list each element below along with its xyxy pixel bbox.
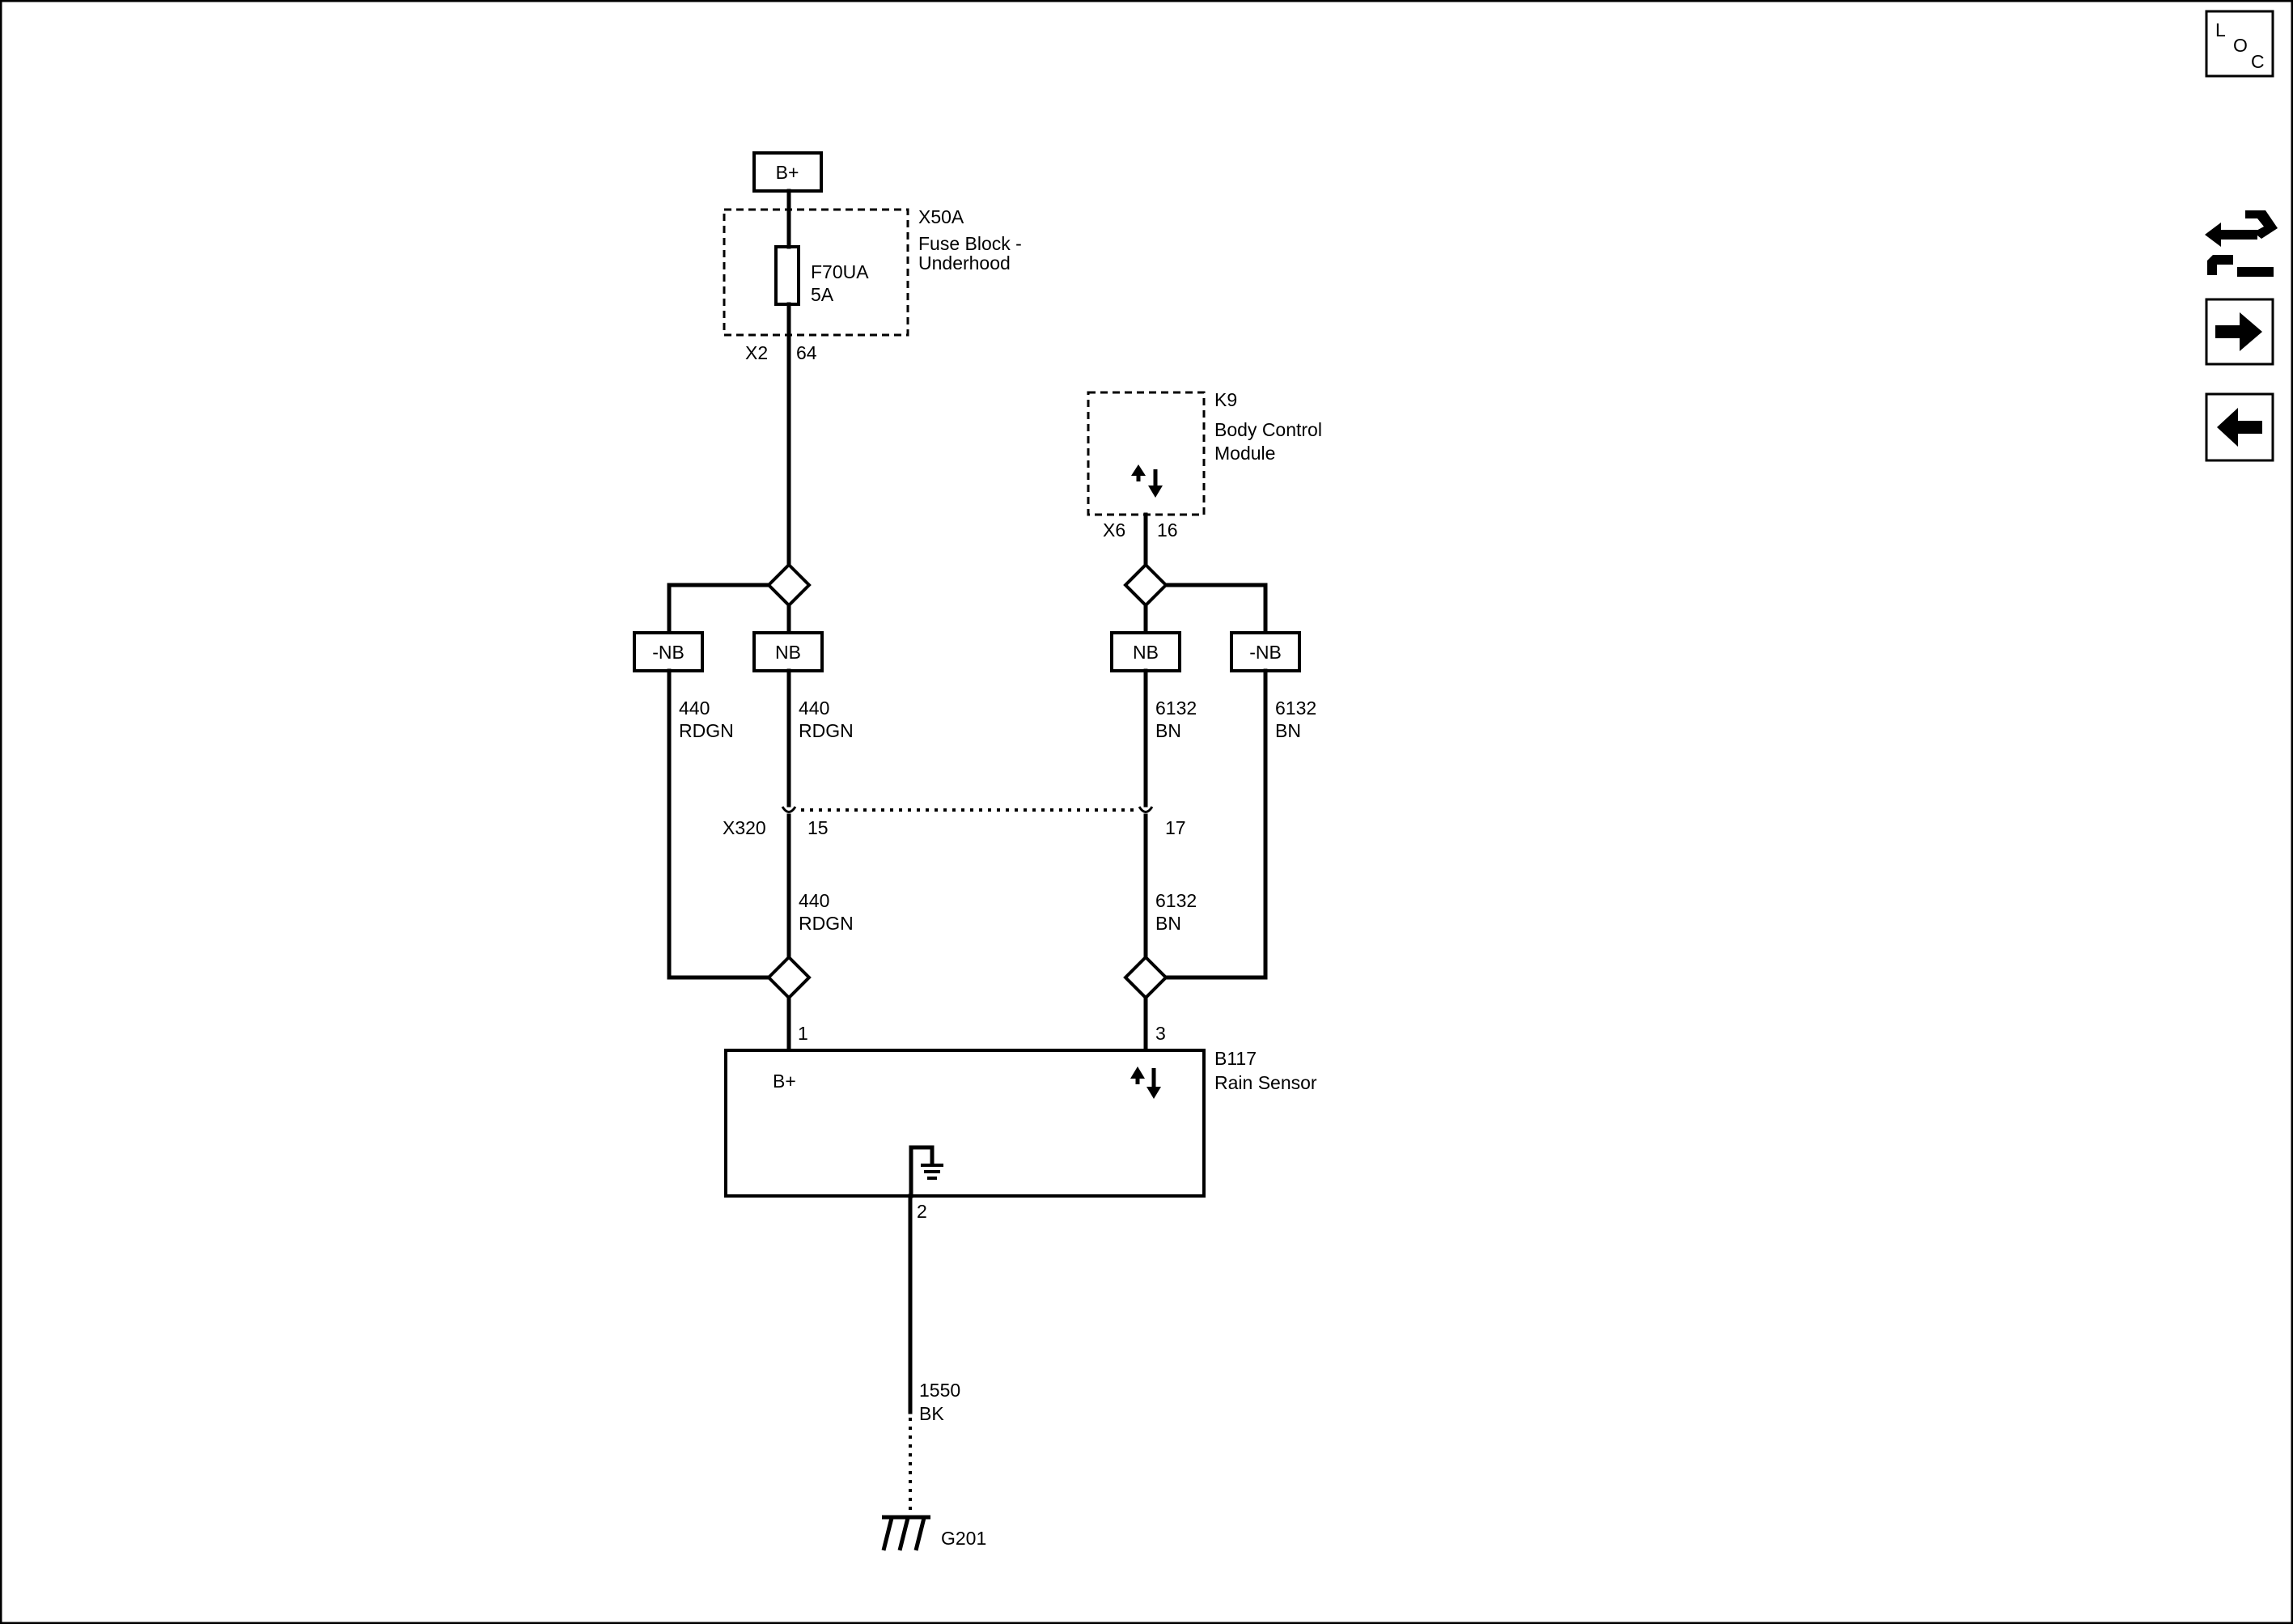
wire-right-nb-circuit: 6132 [1275,698,1316,719]
inline-connector-pin-15: 15 [807,817,829,838]
rain-sensor: 1 3 B117 Rain Sensor B+ 2 [724,1023,1317,1222]
fuse-rating: 5A [811,284,834,305]
fuse-connector: X2 [745,342,768,363]
wire-left-branch-top [667,583,771,635]
wire-440-lower-color: RDGN [799,913,854,934]
fuse-block-id: X50A [918,206,964,227]
next-button[interactable] [2205,298,2274,366]
option-left-nb-label: -NB [652,642,685,663]
option-right-b: NB [1110,631,1181,672]
right-arrow-icon [2215,312,2262,351]
option-right-nb-label: -NB [1249,642,1282,663]
wire-6132-lower-color: BN [1155,913,1181,934]
sensor-pin-2: 2 [917,1201,927,1222]
bcm-pin: 16 [1157,519,1178,541]
splice-top-left [766,562,812,608]
fuse-id: F70UA [811,261,869,282]
option-right-b-label: NB [1133,642,1159,663]
splice-bottom-left [766,955,812,1000]
loc-button[interactable]: L O C [2205,10,2274,78]
bidirectional-signal-icon [1131,464,1163,498]
wire-6132-lower-circuit: 6132 [1155,890,1197,911]
connector-list-icon[interactable] [2205,210,2278,277]
sensor-power-label: B+ [773,1071,796,1092]
power-label: B+ [776,162,799,183]
option-left-b: NB [752,631,824,672]
fuse-pin: 64 [796,342,817,363]
inline-connector-id: X320 [723,817,766,838]
fuse-block-name-2: Underhood [918,252,1011,273]
inline-connector-x320: X320 15 17 [723,806,1186,838]
wire-left-b-circuit: 440 [799,698,829,719]
option-left-b-label: NB [775,642,801,663]
internal-ground-icon [909,1145,943,1198]
loc-o-letter: O [2233,35,2248,56]
option-left-nb: -NB [633,631,704,672]
sensor-id: B117 [1214,1048,1257,1069]
ground-id: G201 [941,1528,986,1549]
previous-button[interactable] [2205,392,2274,462]
sensor-pin-1: 1 [798,1023,808,1044]
wire-right-b-circuit: 6132 [1155,698,1197,719]
sensor-name: Rain Sensor [1214,1072,1317,1093]
option-right-nb: -NB [1230,631,1301,672]
battery-positive-box: B+ [752,151,823,193]
sensor-pin-3: 3 [1155,1023,1166,1044]
wire-1550-color: BK [919,1403,944,1424]
body-control-module: K9 Body Control Module X6 16 [1087,389,1322,541]
bcm-connector: X6 [1103,519,1125,541]
wire-1550-circuit: 1550 [919,1380,960,1401]
loc-c-letter: C [2251,51,2265,72]
wire-right-branch-top [1163,583,1268,635]
splice-bottom-right [1123,955,1168,1000]
fuse-block-name-1: Fuse Block - [918,233,1022,254]
splice-top-right [1123,562,1168,608]
fuse-symbol [774,245,800,306]
wire-right-b-color: BN [1155,720,1181,741]
fuse-block: X50A Fuse Block - Underhood F70UA 5A X2 … [723,206,1022,363]
left-arrow-icon [2217,408,2262,447]
wire-left-branch-bottom [667,668,771,980]
bcm-name-2: Module [1214,443,1275,464]
wire-right-nb-color: BN [1275,720,1301,741]
wire-440-lower-circuit: 440 [799,890,829,911]
wire-left-nb-circuit: 440 [679,698,710,719]
bcm-id: K9 [1214,389,1237,410]
wire-right-branch-bottom [1163,668,1268,980]
inline-connector-pin-17: 17 [1165,817,1186,838]
bcm-name-1: Body Control [1214,419,1322,440]
loc-l-letter: L [2215,19,2226,40]
bidirectional-signal-icon [1130,1066,1161,1099]
chassis-ground-icon [881,1515,930,1551]
wire-left-nb-color: RDGN [679,720,734,741]
wire-left-b-color: RDGN [799,720,854,741]
